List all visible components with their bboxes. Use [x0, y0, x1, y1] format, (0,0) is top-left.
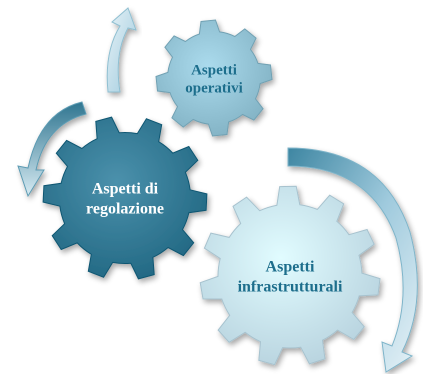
curved-arrow-top [106, 7, 137, 93]
gear-label-line: Aspetti [191, 62, 237, 78]
gear-label-infrastrutturali: Aspetti infrastrutturali [238, 259, 343, 296]
gear-label-line: Aspetti [266, 259, 315, 276]
gear-label-line: infrastrutturali [238, 279, 343, 296]
gear-regolazione: Aspetti di regolazione [42, 116, 208, 280]
curved-arrow-left [17, 101, 87, 198]
gear-shape-regolazione [42, 116, 208, 280]
gear-label-operativi: Aspetti operativi [185, 62, 243, 96]
gear-shape-operativi [155, 19, 273, 137]
gear-label-line: regolazione [86, 201, 164, 218]
gear-infrastrutturali: Aspetti infrastrutturali [199, 185, 381, 366]
gear-label-regolazione: Aspetti di regolazione [86, 181, 164, 218]
gear-shape-infrastrutturali [199, 185, 381, 366]
gear-operativi: Aspetti operativi [155, 19, 273, 137]
gear-label-line: operativi [185, 80, 243, 96]
gear-label-line: Aspetti di [92, 181, 159, 198]
curved-arrow-right [287, 147, 418, 373]
